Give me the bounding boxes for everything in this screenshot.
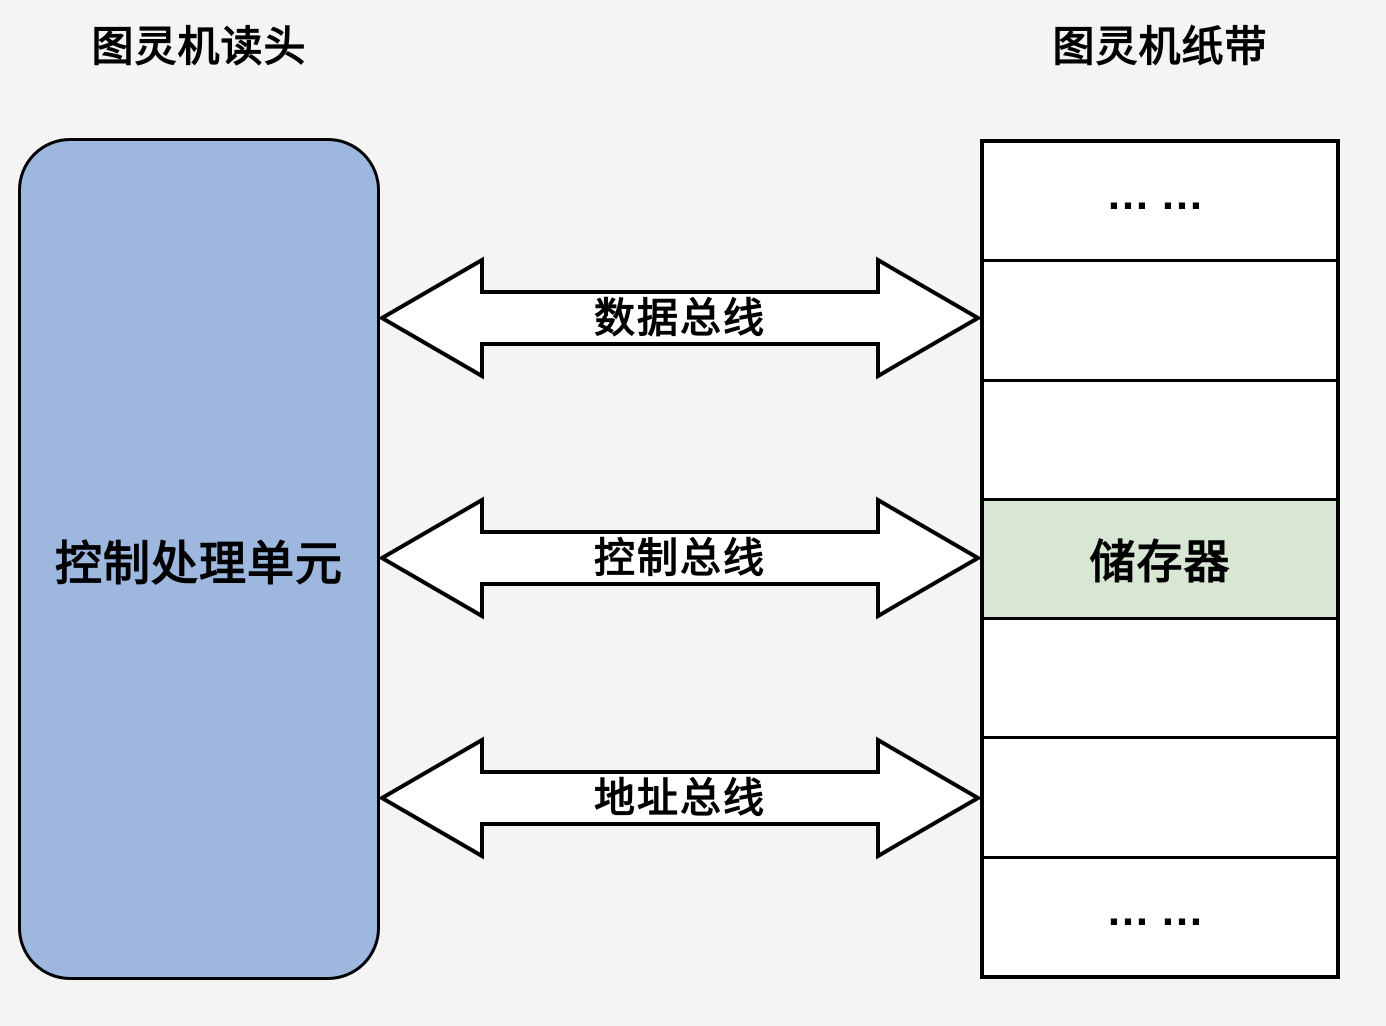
tape-cell-ellipsis: …… bbox=[1106, 170, 1214, 220]
read-head-title: 图灵机读头 bbox=[91, 23, 307, 70]
memory-cell: 储存器 bbox=[984, 500, 1336, 621]
tape-cell-ellipsis: …… bbox=[1106, 885, 1214, 935]
double-headed-arrow-icon bbox=[378, 256, 982, 380]
memory-cell-label: 储存器 bbox=[1089, 535, 1231, 588]
address-bus-label: 地址总线 bbox=[594, 774, 766, 821]
double-headed-arrow-icon bbox=[378, 496, 982, 620]
tape-title: 图灵机纸带 bbox=[1052, 23, 1268, 70]
tape-cell bbox=[984, 739, 1336, 859]
double-headed-arrow-icon bbox=[378, 736, 982, 860]
data-bus-label: 数据总线 bbox=[594, 294, 766, 341]
control-bus-arrow: 控制总线 bbox=[378, 496, 982, 620]
control-processing-unit-box: 控制处理单元 bbox=[18, 138, 380, 980]
tape-cell bbox=[984, 620, 1336, 740]
control-bus-label: 控制总线 bbox=[594, 534, 766, 581]
tape-cell: …… bbox=[984, 858, 1336, 975]
control-processing-unit-label: 控制处理单元 bbox=[55, 536, 343, 590]
address-bus-arrow: 地址总线 bbox=[378, 736, 982, 860]
tape-column: …… 储存器 …… bbox=[980, 139, 1340, 979]
tape-cell: …… bbox=[984, 143, 1336, 263]
tape-cell bbox=[984, 381, 1336, 501]
data-bus-arrow: 数据总线 bbox=[378, 256, 982, 380]
tape-cell bbox=[984, 262, 1336, 382]
